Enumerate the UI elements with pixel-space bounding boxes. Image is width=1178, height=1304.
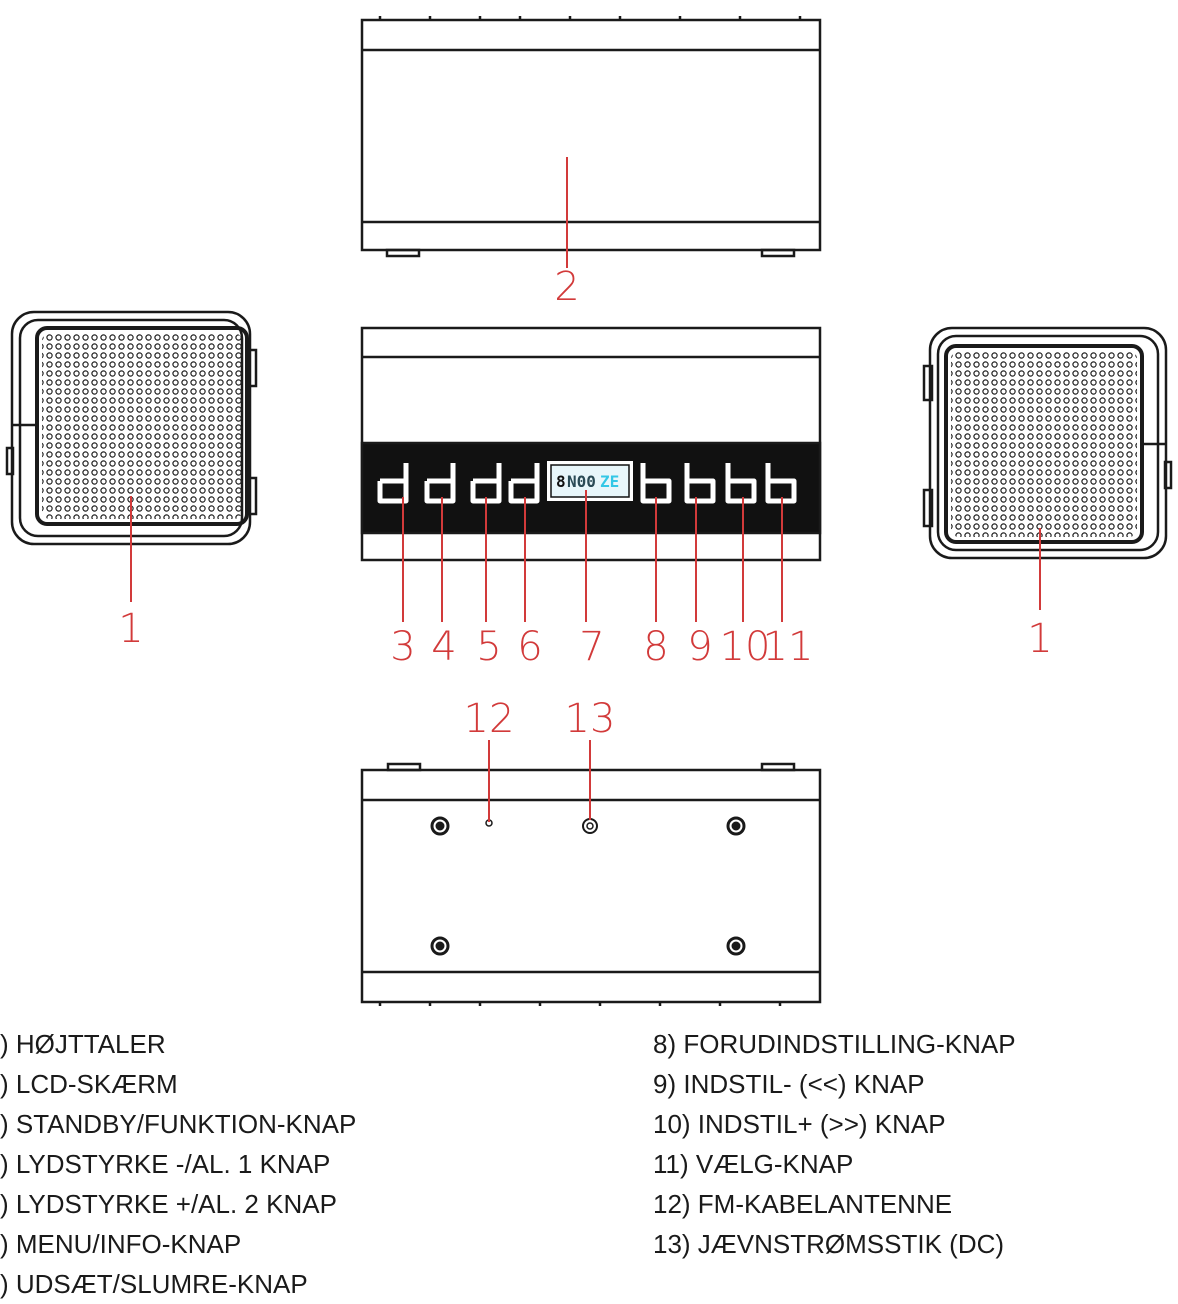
lcd-display: 8 N00 ZE bbox=[547, 461, 633, 501]
legend-item-4: ) LYDSTYRKE -/AL. 1 KNAP bbox=[0, 1149, 331, 1179]
front-buttons bbox=[377, 463, 797, 504]
callout-1-left: 1 bbox=[118, 606, 143, 652]
callout-3: 3 bbox=[390, 624, 415, 670]
legend-item-8: 8) FORUDINDSTILLING-KNAP bbox=[653, 1029, 1016, 1059]
leader-lines bbox=[130, 157, 1041, 822]
legend-item-1: ) HØJTTALER bbox=[0, 1029, 166, 1059]
callout-5: 5 bbox=[476, 624, 501, 670]
foot-top-left bbox=[430, 816, 450, 836]
foot-top-right bbox=[726, 816, 746, 836]
callout-9: 9 bbox=[687, 624, 712, 670]
legend-right: 8) FORUDINDSTILLING-KNAP 9) INDSTIL- (<<… bbox=[653, 1024, 1016, 1264]
lcd-char-light: ZE bbox=[600, 472, 619, 491]
callout-numbers: 2 1 1 3 4 5 6 7 8 9 10 11 12 13 bbox=[118, 264, 1052, 742]
callout-6: 6 bbox=[517, 624, 542, 670]
button-9-shape bbox=[684, 463, 716, 504]
button-11-shape bbox=[765, 463, 797, 504]
button-8-shape bbox=[640, 463, 672, 504]
lcd-char-mid: N00 bbox=[567, 472, 596, 491]
legend-item-13: 13) JÆVNSTRØMSSTIK (DC) bbox=[653, 1229, 1005, 1259]
callout-12: 12 bbox=[464, 696, 515, 742]
legend-item-2: ) LCD-SKÆRM bbox=[0, 1069, 178, 1099]
foot-bottom-right bbox=[726, 936, 746, 956]
callout-8: 8 bbox=[643, 624, 668, 670]
callout-2: 2 bbox=[554, 264, 579, 310]
callout-11: 11 bbox=[763, 624, 814, 670]
dc-jack bbox=[582, 818, 598, 834]
foot-bottom-left bbox=[430, 936, 450, 956]
legend-item-3: ) STANDBY/FUNKTION-KNAP bbox=[0, 1109, 357, 1139]
callout-13: 13 bbox=[565, 696, 616, 742]
button-10-shape bbox=[725, 463, 757, 504]
legend-item-9: 9) INDSTIL- (<<) KNAP bbox=[653, 1069, 925, 1099]
callout-4: 4 bbox=[431, 624, 456, 670]
legend-item-5: ) LYDSTYRKE +/AL. 2 KNAP bbox=[0, 1189, 337, 1219]
legend-item-6: ) MENU/INFO-KNAP bbox=[0, 1229, 242, 1259]
legend-item-7: ) UDSÆT/SLUMRE-KNAP bbox=[0, 1269, 308, 1299]
legend-item-12: 12) FM-KABELANTENNE bbox=[653, 1189, 953, 1219]
right-speaker bbox=[922, 326, 1173, 560]
front-view bbox=[360, 326, 822, 562]
button-4-shape bbox=[424, 463, 456, 504]
callout-7: 7 bbox=[579, 624, 604, 670]
legend-left: ) HØJTTALER ) LCD-SKÆRM ) STANDBY/FUNKTI… bbox=[0, 1024, 356, 1304]
legend-item-11: 11) VÆLG-KNAP bbox=[653, 1149, 854, 1179]
top-view bbox=[360, 16, 822, 258]
legend-item-10: 10) INDSTIL+ (>>) KNAP bbox=[653, 1109, 946, 1139]
lcd-char-dark: 8 bbox=[556, 472, 566, 491]
callout-1-right: 1 bbox=[1027, 616, 1052, 662]
feet bbox=[430, 816, 746, 956]
callout-10: 10 bbox=[720, 624, 771, 670]
button-3-shape bbox=[377, 463, 409, 504]
